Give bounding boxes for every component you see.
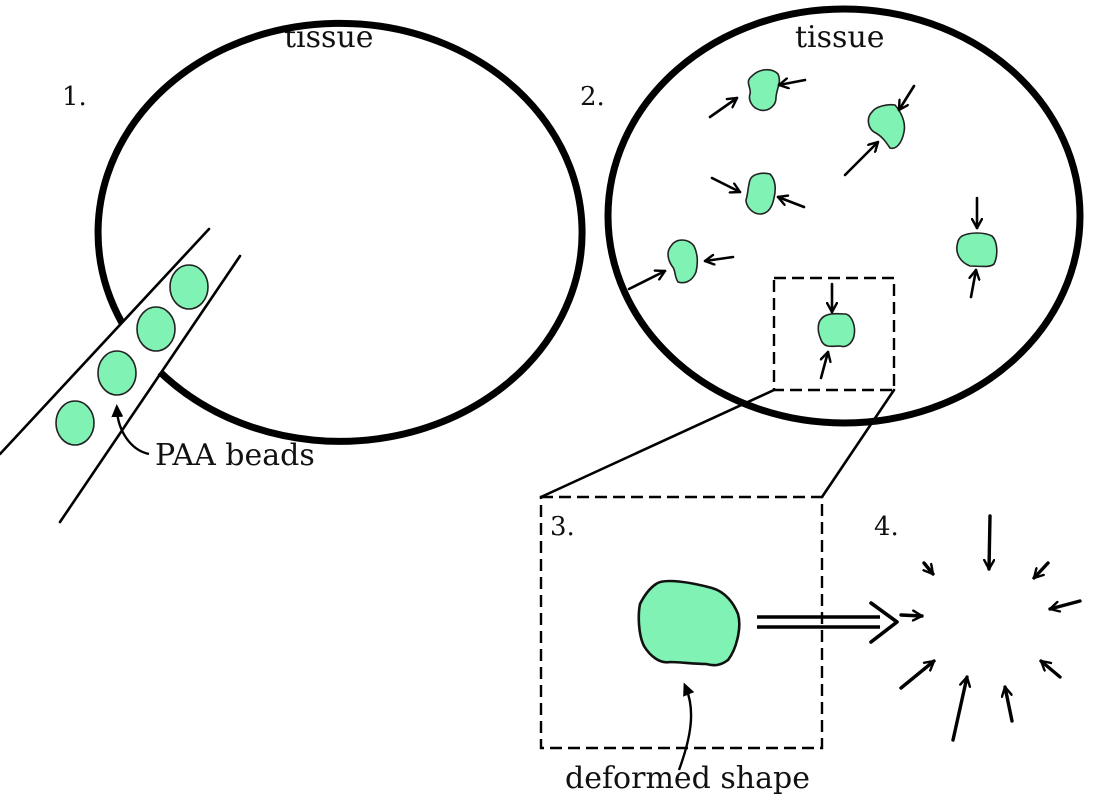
traction-field-arrow	[1032, 561, 1050, 580]
deformed-bead	[747, 68, 781, 112]
zoom-connector-left	[539, 388, 776, 499]
traction-arrow	[843, 140, 880, 177]
deformed-bead	[817, 312, 856, 348]
paa-beads-pointer-arrow	[111, 404, 150, 456]
traction-field-arrow	[924, 561, 935, 576]
traction-arrow	[627, 271, 667, 291]
panel-2-number: 2.	[580, 82, 605, 112]
traction-arrow	[897, 84, 916, 112]
panel-3-number: 3.	[550, 512, 575, 542]
traction-field-arrow	[899, 615, 924, 616]
deformed-bead-enlarged	[637, 579, 741, 667]
zoom-connector-right	[820, 388, 896, 499]
panel-3-box	[539, 495, 824, 750]
deformed-bead	[667, 239, 699, 284]
traction-arrow	[777, 80, 807, 85]
traction-field-arrow	[1005, 685, 1014, 723]
traction-arrow	[708, 96, 739, 119]
deformed-bead	[956, 232, 998, 268]
traction-arrow	[971, 268, 976, 299]
paa-bead	[169, 264, 209, 310]
implies-arrow-head	[869, 601, 899, 644]
traction-arrow	[776, 197, 806, 209]
panel-2-tissue-label: tissue	[795, 20, 885, 55]
zoom-region-box	[772, 276, 896, 392]
paa-bead	[97, 350, 137, 396]
panel-4: 4.	[874, 512, 1082, 742]
traction-arrow	[703, 257, 735, 261]
panel-4-number: 4.	[874, 512, 899, 542]
panel-1-tissue-outline	[94, 19, 586, 445]
implies-arrow	[757, 601, 899, 644]
traction-field-arrow	[951, 675, 967, 742]
panel-2: 2. tissue	[580, 5, 1084, 427]
panel-1: 1. tissue PAA beads	[0, 19, 586, 524]
paa-bead	[55, 400, 95, 446]
deformed-bead	[745, 172, 776, 215]
panel-3: 3. deformed shape	[539, 495, 824, 796]
paa-beads-label: PAA beads	[155, 438, 315, 473]
traction-field-arrow	[1048, 599, 1082, 609]
paa-bead	[136, 306, 176, 352]
pipette-wall-lower	[58, 254, 242, 524]
deformed-bead	[867, 103, 906, 150]
traction-field-arrow	[1039, 659, 1062, 679]
traction-field-arrow	[899, 659, 936, 690]
deformed-shape-label: deformed shape	[565, 761, 810, 796]
pipette-wall-upper	[0, 227, 211, 456]
traction-arrow	[710, 176, 742, 192]
traction-field-arrow	[989, 514, 990, 571]
traction-arrow	[821, 350, 828, 380]
panel-2-tissue-outline	[604, 5, 1084, 427]
deformed-shape-pointer-arrow	[677, 682, 695, 771]
panel-1-number: 1.	[62, 82, 87, 112]
